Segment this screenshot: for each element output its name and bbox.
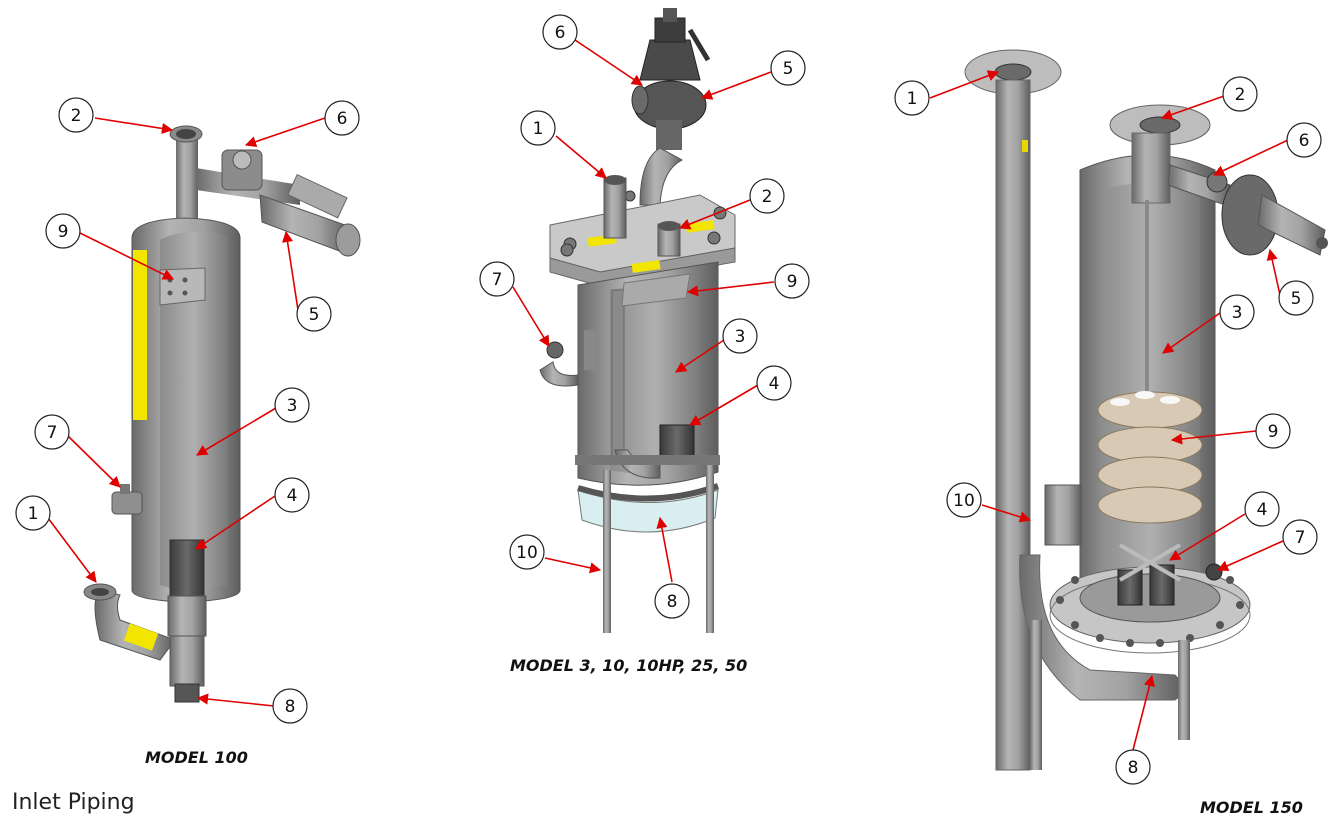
model-3-50-leg	[603, 470, 611, 633]
model-3-50-elbow-pipe	[639, 147, 684, 206]
callout-arrow	[656, 516, 673, 583]
callout-arrow	[195, 495, 276, 550]
callout-arrow	[689, 384, 759, 426]
callout-arrow	[196, 407, 277, 456]
model-100-valve-lever	[287, 173, 348, 219]
callout-arrow	[244, 117, 326, 148]
model-100-illustration	[83, 125, 361, 703]
model-150-inlet-pipe	[995, 79, 1031, 771]
callout-arrow	[555, 135, 607, 179]
callout-arrow	[929, 70, 1000, 99]
callout-number: 7	[47, 423, 58, 443]
callout-arrow	[281, 230, 299, 311]
model-150-bracket	[1044, 484, 1082, 546]
callout-number: 9	[787, 272, 798, 292]
callout-number: 7	[492, 270, 503, 290]
model-100-relief-valve	[221, 149, 263, 191]
callout-number: 7	[1295, 528, 1306, 548]
callout-arrow	[1216, 540, 1284, 572]
model-150-leg	[1178, 640, 1190, 740]
callout-number: 8	[667, 592, 678, 612]
callout-number: 8	[1128, 758, 1139, 778]
callout-number: 1	[907, 89, 918, 109]
callout-arrow	[675, 339, 725, 373]
model-3-50-sight-bowl	[577, 489, 719, 533]
callout-number: 10	[516, 543, 538, 563]
model-100-baffle-plate	[159, 267, 206, 306]
callout-arrow	[1170, 430, 1257, 445]
callout-number: 9	[58, 222, 69, 242]
callout-number: 4	[1257, 500, 1268, 520]
callout-number: 3	[1232, 303, 1243, 323]
model-3-50-leg	[706, 465, 714, 633]
caption-model-3-50: MODEL 3, 10, 10HP, 25, 50	[510, 656, 748, 675]
caption-model-100: MODEL 100	[145, 748, 248, 767]
callout-number: 4	[287, 486, 298, 506]
callout-arrow	[47, 517, 97, 583]
model-150-leg	[1030, 620, 1042, 770]
callout-arrow	[1132, 674, 1155, 751]
model-150-drain-port	[1205, 563, 1223, 581]
model-150-illustration	[964, 49, 1328, 771]
callout-arrow	[544, 557, 602, 574]
callout-number: 6	[337, 109, 348, 129]
model-100-housing-interior	[160, 231, 228, 591]
callout-number: 9	[1268, 422, 1279, 442]
callout-arrow	[94, 117, 174, 134]
callout-number: 3	[735, 327, 746, 347]
callout-arrow	[512, 286, 550, 347]
callout-number: 2	[762, 187, 773, 207]
model-3-50-dip-tube	[611, 289, 625, 461]
caption-model-150: MODEL 150	[1200, 798, 1303, 817]
callout-number: 2	[1235, 85, 1246, 105]
model-3-50-relief-valve-bonnet	[639, 39, 701, 81]
callout-arrow	[67, 435, 121, 488]
callout-number: 2	[71, 106, 82, 126]
callouts-model-3-50: 6 5 1 2 7 9 3 4 10 8	[479, 14, 810, 619]
callout-arrow	[1169, 513, 1246, 561]
callout-number: 1	[28, 504, 39, 524]
callout-number: 6	[555, 23, 566, 43]
callout-number: 5	[783, 59, 794, 79]
model-100-element	[169, 539, 205, 601]
callout-arrow	[1162, 312, 1221, 354]
callout-arrow	[196, 693, 275, 707]
callout-arrow	[1160, 95, 1225, 120]
callout-arrow	[574, 39, 643, 86]
callout-number: 10	[953, 491, 975, 511]
model-3-50-drain-fitting	[539, 361, 579, 387]
model-150-outlet-pipe	[1131, 132, 1171, 204]
model-150-housing-interior	[1100, 183, 1200, 588]
model-3-50-inlet-stub	[603, 177, 627, 239]
callout-number: 6	[1299, 131, 1310, 151]
callout-arrow	[678, 199, 751, 230]
model-100-outlet-pipe	[176, 128, 198, 228]
callout-arrows	[47, 39, 1289, 751]
model-3-50-baffle	[621, 273, 691, 307]
callouts-model-100: 2 6 9 5 7 3 1 4 8	[15, 97, 360, 724]
callout-number: 1	[533, 119, 544, 139]
callout-number: 3	[287, 396, 298, 416]
callout-number: 5	[1291, 289, 1302, 309]
callouts-model-150: 1 2 6 5 3 9 10 4 7 8	[894, 76, 1322, 785]
callout-arrow	[1212, 139, 1289, 176]
model-100-warning-label	[133, 250, 147, 420]
model-3-50-illustration	[539, 8, 736, 633]
callout-number: 4	[769, 374, 780, 394]
callout-arrow	[981, 504, 1032, 523]
model-150-relief-valve-bonnet	[1257, 194, 1326, 256]
callout-arrow	[686, 281, 775, 297]
callout-number: 5	[309, 305, 320, 325]
model-100-drain-fitting	[111, 491, 143, 515]
callout-arrow	[1266, 248, 1281, 296]
callout-arrow	[79, 232, 175, 280]
model-100-drain-plug	[174, 683, 200, 703]
callout-arrow	[700, 71, 772, 100]
section-heading: Inlet Piping	[12, 790, 135, 815]
callout-number: 8	[285, 697, 296, 717]
model-3-50-housing-interior	[610, 275, 700, 474]
model-150-filter-disc	[1097, 486, 1203, 524]
